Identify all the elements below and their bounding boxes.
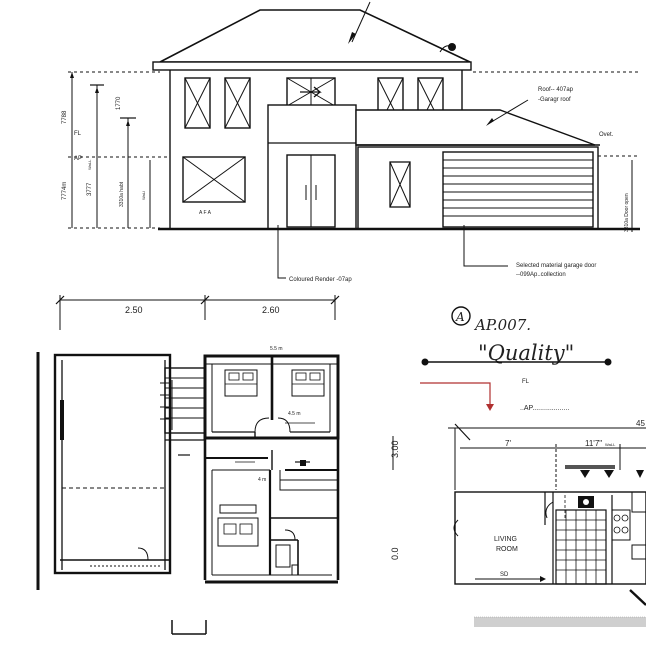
dim-mid-unit: WaLL [87, 159, 92, 170]
dim-hall-width: 4 m [258, 477, 266, 483]
room-label-living: LIVING [494, 536, 517, 543]
note-fl: FL [522, 379, 530, 385]
side-window [389, 161, 411, 208]
room-label-room: ROOM [496, 546, 518, 553]
dim-vertical-lower: 0.0 [390, 547, 400, 560]
hallway [203, 438, 340, 580]
dim-sill-unit: WaLl [141, 191, 146, 200]
upper-bedrooms [203, 354, 340, 440]
upper-window-2 [224, 77, 251, 129]
central-bay [267, 104, 357, 230]
floor-plan-labels: 2.50 2.60 5.5 m 4.5 m 4 m 3.00 0.0 [125, 305, 400, 560]
label-fl: FL [74, 131, 82, 137]
dim-right: 2.60 [262, 305, 280, 315]
note-code: AP.007. [473, 316, 531, 334]
handwritten-notes: A AP.007. "Quality" FL ..AP.............… [420, 306, 612, 412]
callout-garage-roof: -Garagr roof [538, 97, 571, 103]
lower-window [182, 156, 246, 203]
dim-left: 2.50 [125, 305, 143, 315]
label-ap: AP [74, 156, 82, 162]
window-mark: A F A [199, 210, 212, 216]
elevation-labels: 7788 FL 1770 AP 7774m 3777 WaLL 3310a ha… [62, 87, 630, 283]
garage-plan [36, 352, 207, 635]
detail-dim-3: 45 [636, 419, 645, 428]
callout-render: Coloured Render -07ap [289, 277, 352, 283]
detail-dim-2: 11'7" [585, 439, 602, 448]
detail-dim-2-unit: WaLL [605, 442, 616, 447]
front-elevation: A F A [68, 1, 640, 279]
dim-door-open: 3310a Door open [624, 193, 630, 232]
detail-plan [448, 423, 646, 627]
detail-plan-labels: 7' 11'7" WaLL 45 LIVING ROOM SD [494, 419, 645, 578]
detail-dim-1: 7' [505, 439, 511, 448]
dim-height-sill: 3310a habt [119, 181, 125, 207]
floor-plan [36, 295, 340, 635]
note-tag: A [455, 310, 465, 324]
note-quality: "Quality" [478, 341, 574, 365]
note-ap: ..AP................... [520, 405, 569, 412]
callout-overhang: Ovet. [599, 132, 614, 138]
dim-room-width: 5.5 m [270, 346, 283, 352]
dim-height-total: 7788 [62, 110, 68, 124]
callout-roof: Roof-- 407ap [538, 87, 574, 93]
garage-wall [357, 146, 599, 230]
bed-icon [291, 369, 325, 397]
garage-roof [355, 109, 600, 146]
callout-garage-door: Selected material garage door [516, 263, 596, 269]
garage-door [442, 151, 594, 228]
dim-height-ground: 7774m [62, 182, 68, 200]
bed-icon [224, 369, 258, 397]
upper-window-1 [184, 77, 211, 129]
kitchen-floor-tiles [555, 495, 613, 585]
sofa-icon [217, 504, 259, 547]
dim-height-first: 1770 [116, 96, 122, 110]
stove-icon [611, 491, 646, 560]
dim-room-depth: 4.5 m [288, 411, 301, 417]
door-label-sd: SD [500, 572, 509, 578]
lower-rooms [205, 469, 338, 584]
staircase [160, 367, 206, 456]
dim-height-mid: 3777 [87, 182, 93, 196]
main-roof [152, 1, 472, 71]
dim-vertical: 3.00 [390, 440, 400, 458]
callout-garage-collection: --099Ap..collection [516, 272, 566, 278]
